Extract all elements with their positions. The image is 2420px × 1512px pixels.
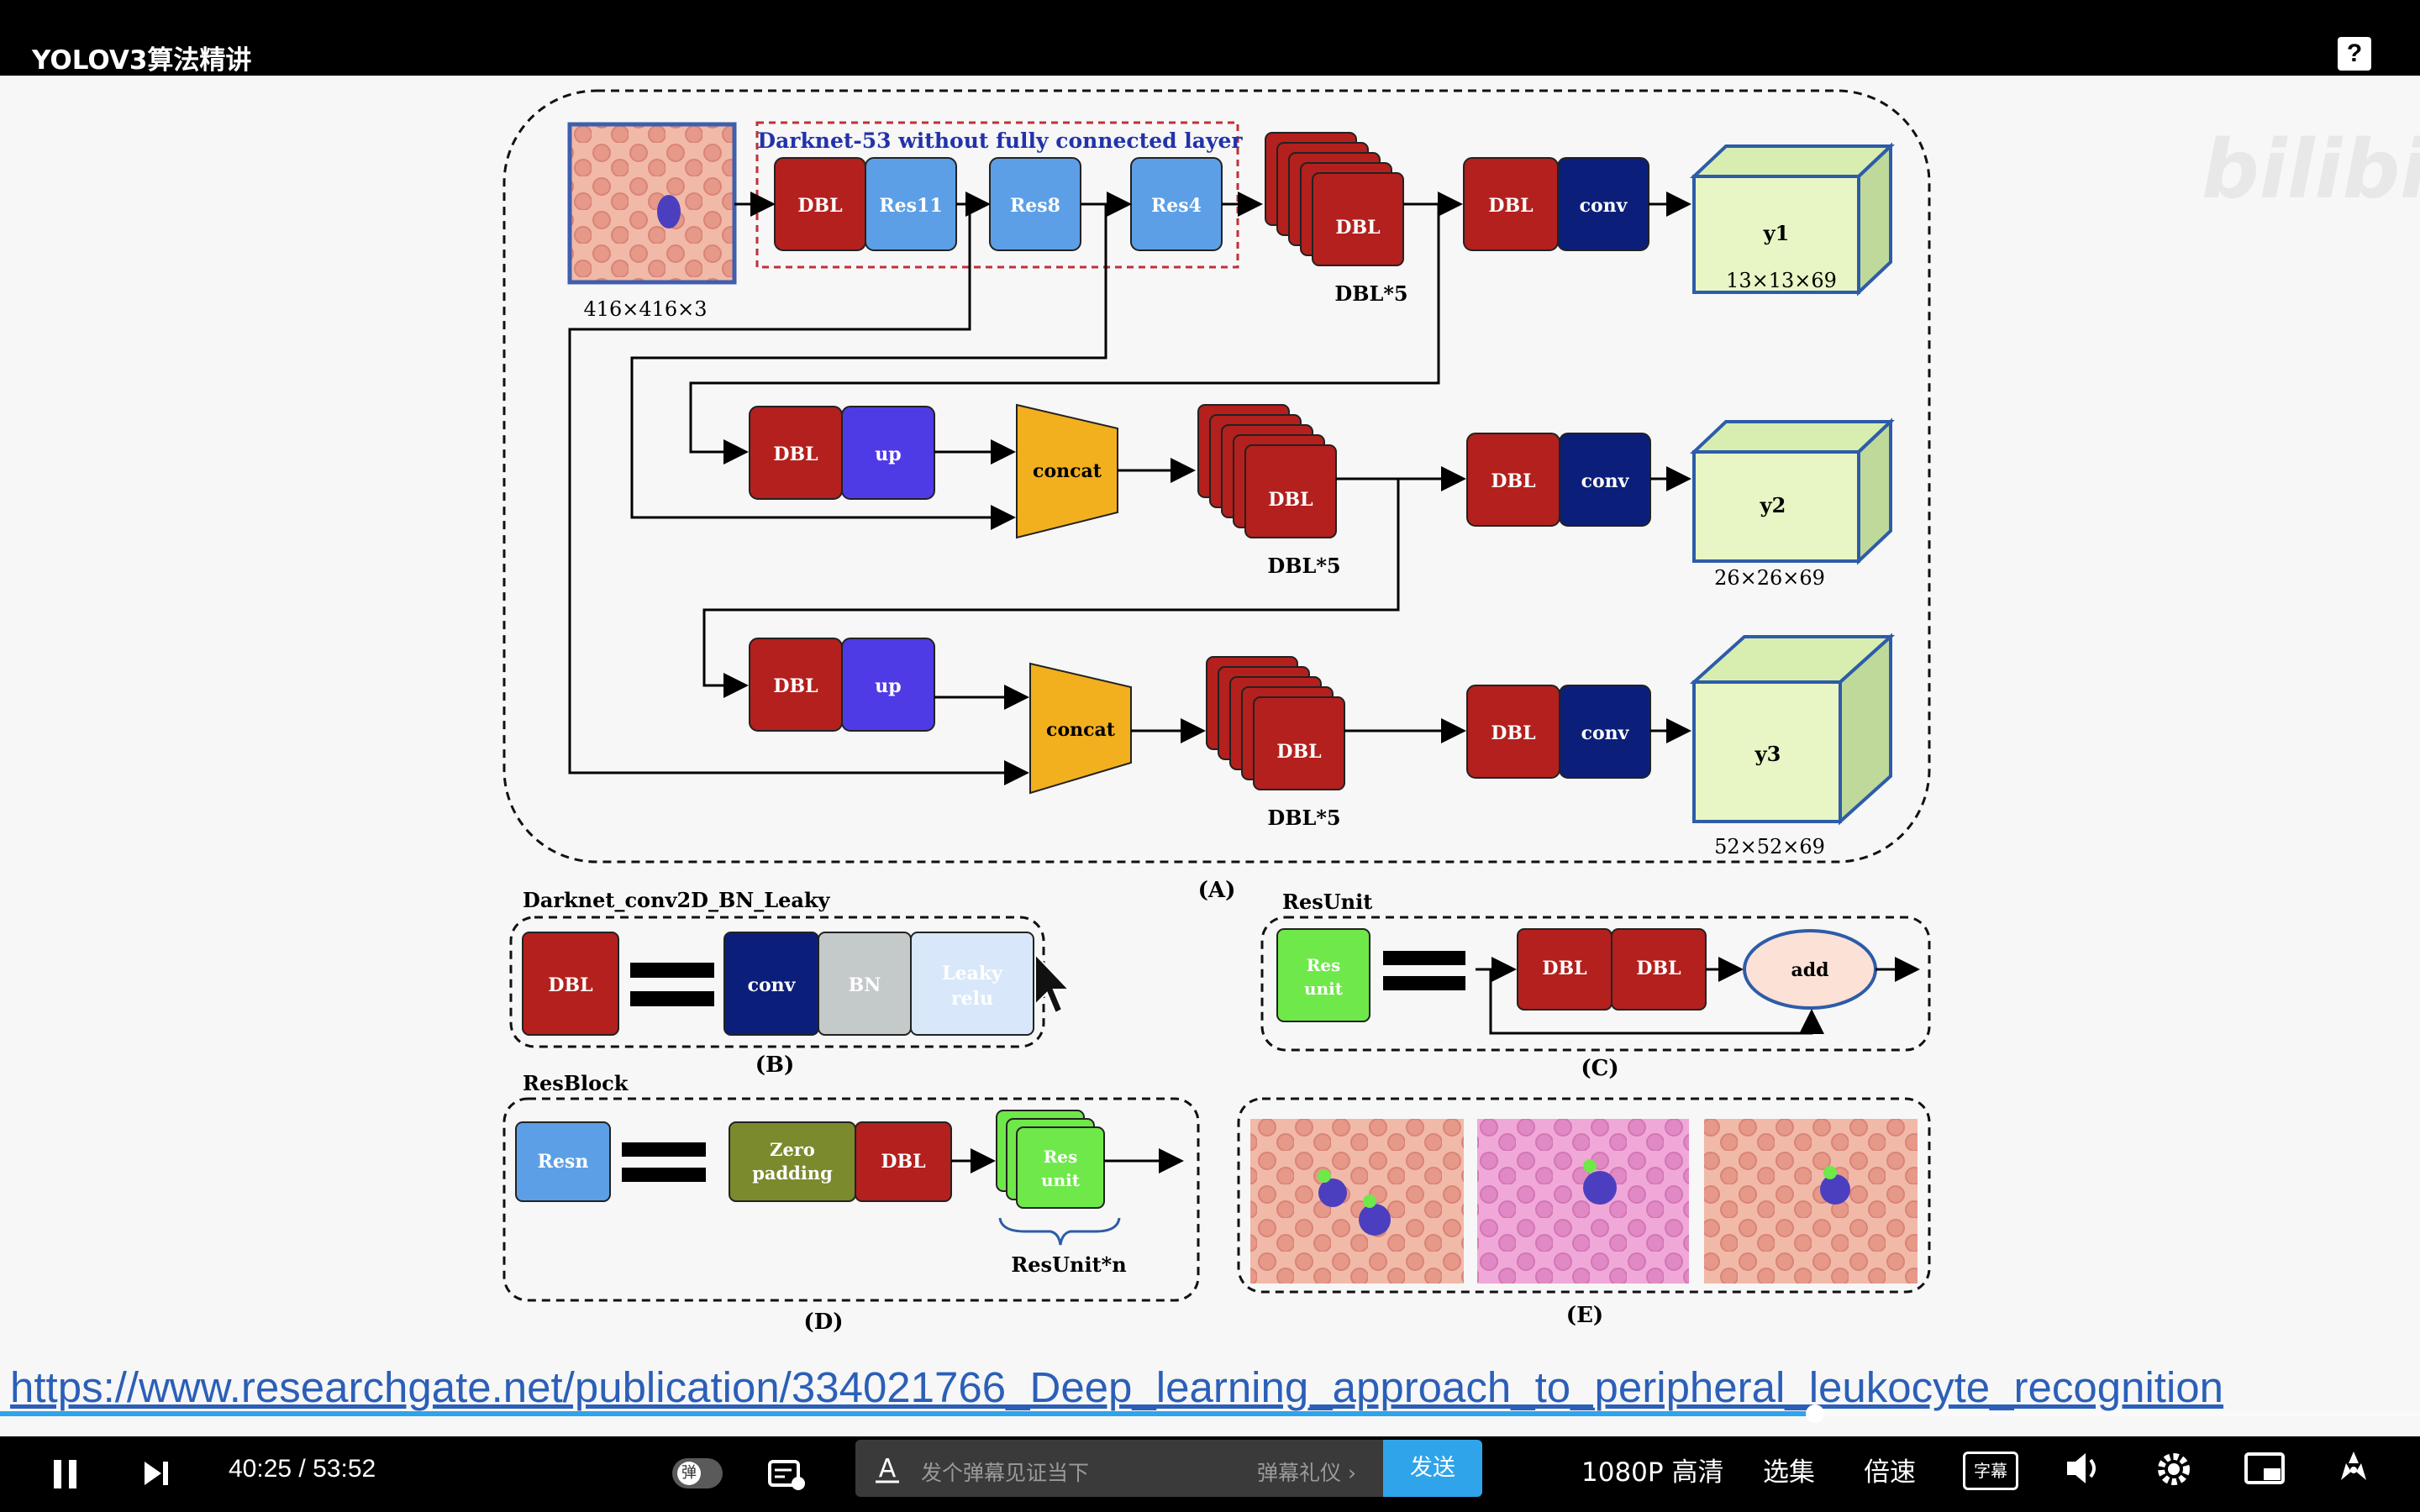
svg-text:(A): (A) <box>1198 878 1236 903</box>
svg-text:concat: concat <box>1033 460 1102 482</box>
svg-text:concat: concat <box>1046 719 1116 741</box>
svg-text:DBL: DBL <box>1335 217 1380 239</box>
picture-in-picture-icon[interactable] <box>2244 1452 2286 1487</box>
svg-text:DBL*5: DBL*5 <box>1267 554 1340 578</box>
svg-text:Zero: Zero <box>770 1139 815 1160</box>
speed-button[interactable]: 倍速 <box>1864 1457 1916 1488</box>
svg-text:add: add <box>1791 959 1828 981</box>
input-size-label: 416×416×3 <box>583 297 707 321</box>
help-icon[interactable]: ? <box>2338 37 2371 71</box>
settings-gear-icon[interactable] <box>2154 1450 2193 1488</box>
svg-text:Resn: Resn <box>538 1151 589 1173</box>
svg-text:conv: conv <box>1581 470 1630 492</box>
svg-text:conv: conv <box>1580 195 1628 217</box>
svg-text:13×13×69: 13×13×69 <box>1726 269 1837 292</box>
svg-text:DBL: DBL <box>1488 195 1533 217</box>
svg-text:ResUnit*n: ResUnit*n <box>1011 1252 1126 1277</box>
danmu-toggle-icon[interactable]: 弹 <box>672 1458 723 1488</box>
svg-text:DBL: DBL <box>1636 958 1681 979</box>
svg-text:DBL: DBL <box>773 675 818 697</box>
svg-text:y2: y2 <box>1760 493 1786 517</box>
svg-text:Res4: Res4 <box>1151 195 1202 217</box>
svg-text:up: up <box>875 675 901 697</box>
svg-text:52×52×69: 52×52×69 <box>1714 835 1825 858</box>
paper-link[interactable]: https://www.researchgate.net/publication… <box>10 1363 2224 1411</box>
svg-text:DBL: DBL <box>1491 470 1535 492</box>
danmu-etiquette-link[interactable]: 弹幕礼仪 › <box>1257 1461 1356 1485</box>
svg-text:ResUnit: ResUnit <box>1282 890 1372 914</box>
pause-icon[interactable] <box>49 1455 82 1494</box>
svg-text:conv: conv <box>1581 722 1630 744</box>
danmu-placeholder: 发个弹幕见证当下 <box>921 1461 1090 1485</box>
svg-text:conv: conv <box>748 974 797 996</box>
svg-text:relu: relu <box>951 988 993 1010</box>
svg-text:26×26×69: 26×26×69 <box>1714 566 1825 590</box>
svg-text:(E): (E) <box>1566 1303 1603 1328</box>
video-frame[interactable]: bilibili 416×416×3 Darknet-53 without fu… <box>0 76 2420 1436</box>
svg-text:DBL: DBL <box>881 1151 925 1173</box>
progress-handle[interactable] <box>1806 1404 1824 1423</box>
svg-text:BN: BN <box>849 974 881 996</box>
svg-text:Res: Res <box>1307 955 1341 975</box>
quality-button[interactable]: 1080P 高清 <box>1581 1457 1724 1488</box>
current-time: 40:25 <box>229 1455 292 1483</box>
svg-text:DBL: DBL <box>1542 958 1586 979</box>
svg-text:Res: Res <box>1044 1147 1078 1167</box>
subtitle-off-icon[interactable]: 字幕 <box>1963 1452 2018 1490</box>
svg-text:DBL: DBL <box>797 195 842 217</box>
svg-text:y3: y3 <box>1754 742 1781 766</box>
svg-text:unit: unit <box>1304 979 1344 999</box>
text-style-icon[interactable]: A <box>872 1453 902 1483</box>
svg-text:DBL: DBL <box>1491 722 1535 744</box>
svg-text:(C): (C) <box>1581 1056 1618 1081</box>
title-bar: YOLOV3算法精讲 ? <box>0 0 2420 76</box>
svg-text:DBL: DBL <box>773 444 818 465</box>
svg-text:Res11: Res11 <box>879 195 942 217</box>
svg-text:DBL*5: DBL*5 <box>1267 806 1340 830</box>
next-icon[interactable] <box>139 1457 173 1490</box>
svg-text:(D): (D) <box>803 1310 843 1335</box>
danmu-input[interactable]: A 发个弹幕见证当下 弹幕礼仪 › <box>855 1440 1385 1497</box>
fullscreen-icon[interactable] <box>2334 1448 2373 1488</box>
svg-text:DBL: DBL <box>548 974 592 996</box>
svg-text:Res8: Res8 <box>1010 195 1060 217</box>
svg-text:y1: y1 <box>1763 221 1790 245</box>
episodes-button[interactable]: 选集 <box>1763 1457 1815 1488</box>
send-button[interactable]: 发送 <box>1383 1440 1482 1497</box>
time-display: 40:25 / 53:52 <box>229 1455 376 1483</box>
svg-text:up: up <box>875 444 901 465</box>
darknet-title: Darknet-53 without fully connected layer <box>757 129 1243 153</box>
svg-text:(B): (B) <box>755 1053 795 1078</box>
video-title: YOLOV3算法精讲 <box>32 45 252 76</box>
watermark-logo: bilibili <box>2202 123 2420 217</box>
svg-text:ResBlock: ResBlock <box>523 1071 629 1095</box>
progress-bar[interactable] <box>0 1411 2420 1416</box>
svg-text:unit: unit <box>1041 1170 1081 1190</box>
svg-text:DBL: DBL <box>1268 489 1313 511</box>
yolov3-architecture-diagram: 416×416×3 Darknet-53 without fully conne… <box>502 89 1931 1335</box>
danmu-settings-icon[interactable] <box>766 1457 808 1494</box>
svg-text:DBL: DBL <box>1276 741 1321 763</box>
volume-icon[interactable] <box>2064 1450 2102 1487</box>
progress-fill <box>0 1411 1815 1416</box>
svg-text:Leaky: Leaky <box>942 963 1003 984</box>
svg-text:A: A <box>879 1454 897 1483</box>
svg-text:DBL*5: DBL*5 <box>1334 281 1407 306</box>
svg-text:Darknet_conv2D_BN_Leaky: Darknet_conv2D_BN_Leaky <box>523 888 831 912</box>
time-separator: / <box>298 1455 306 1483</box>
svg-text:padding: padding <box>752 1163 833 1184</box>
duration: 53:52 <box>313 1455 376 1483</box>
